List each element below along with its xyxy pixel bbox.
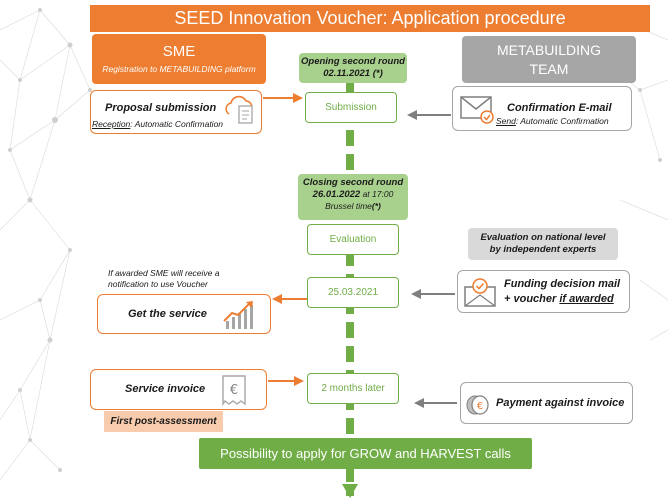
arrow-right-invoice <box>268 376 304 386</box>
closing-round-label: Closing second round 26.01.2022 at 17:00… <box>298 174 408 220</box>
envelope-badge-icon <box>463 275 499 309</box>
get-service-box: Get the service <box>97 294 271 334</box>
cloud-upload-icon <box>221 90 259 128</box>
email-check-icon <box>459 93 495 125</box>
reception-label: Reception <box>92 119 131 129</box>
growth-chart-icon <box>222 299 256 331</box>
arrow-left-confirmation <box>407 110 451 120</box>
funding-text: Funding decision mail + voucher if award… <box>504 277 620 307</box>
arrow-left-funding <box>411 289 455 299</box>
closing-line3: Brussel time(*) <box>298 201 408 212</box>
awarded-note-line1: If awarded SME will receive a <box>108 268 220 278</box>
closing-timezone: Brussel time <box>325 200 372 211</box>
arrow-left-service <box>272 294 307 304</box>
arrow-right-submission <box>263 93 303 103</box>
awarded-note: If awarded SME will receive a notificati… <box>108 268 220 290</box>
send-label: Send <box>496 116 516 126</box>
grow-harvest-banner: Possibility to apply for GROW and HARVES… <box>199 438 532 469</box>
funding-line2-emphasis: if awarded <box>559 292 614 305</box>
payment-box: € Payment against invoice <box>460 382 633 424</box>
evaluation-note-line1: Evaluation on national level <box>480 232 606 244</box>
closing-line1: Closing second round <box>302 177 404 188</box>
euro-receipt-icon: € <box>217 373 251 407</box>
payment-title: Payment against invoice <box>496 397 625 409</box>
evaluation-note-line2: by independent experts <box>489 244 597 255</box>
evaluation-note: Evaluation on national level by independ… <box>468 228 618 260</box>
evaluation-step: Evaluation <box>307 224 399 255</box>
opening-date: 02.11.2021 (*) <box>323 67 383 79</box>
sme-subtitle: Registration to METABUILDING platform <box>102 64 256 74</box>
opening-round-label: Opening second round 02.11.2021 (*) <box>299 53 407 83</box>
svg-text:€: € <box>477 401 483 412</box>
svg-text:€: € <box>230 383 238 398</box>
proposal-submission-box: Proposal submission Reception: Automatic… <box>90 90 262 134</box>
funding-line1: Funding decision mail <box>504 278 621 290</box>
reception-text: : Automatic Confirmation <box>130 119 224 129</box>
proposal-reception: Reception: Automatic Confirmation <box>92 119 223 129</box>
team-line1: METABUILDING <box>497 42 601 59</box>
post-assessment-label: First post-assessment <box>104 411 223 432</box>
funding-line2-prefix: + voucher <box>504 292 560 305</box>
opening-line1: Opening second round <box>301 56 405 67</box>
team-header: METABUILDING TEAM <box>462 36 636 83</box>
send-text: : Automatic Confirmation <box>515 116 609 126</box>
page-title: SEED Innovation Voucher: Application pro… <box>90 5 650 32</box>
sme-title: SME <box>162 43 196 60</box>
team-line2: TEAM <box>529 60 569 77</box>
closing-time: at 17:00 <box>360 188 394 199</box>
closing-date: 26.01.2022 <box>312 188 361 200</box>
payment-timing-step: 2 months later <box>307 373 399 404</box>
proposal-title: Proposal submission <box>105 102 217 114</box>
sme-header: SME Registration to METABUILDING platfor… <box>92 34 266 84</box>
awarded-note-line2: notification to use Voucher <box>108 279 208 290</box>
service-invoice-title: Service invoice <box>125 383 206 395</box>
confirmation-title: Confirmation E-mail <box>507 102 612 114</box>
submission-step: Submission <box>305 92 397 123</box>
funding-line2: + voucher if awarded <box>504 292 620 307</box>
arrow-left-payment <box>414 398 457 408</box>
closing-line2: 26.01.2022 at 17:00 <box>298 189 408 201</box>
get-service-title: Get the service <box>128 308 207 320</box>
confirmation-send: Send: Automatic Confirmation <box>496 116 609 126</box>
decision-date-step: 25.03.2021 <box>307 277 399 308</box>
funding-decision-box: Funding decision mail + voucher if award… <box>457 270 630 313</box>
closing-asterisk: (*) <box>371 200 381 211</box>
confirmation-email-box: Confirmation E-mail Send: Automatic Conf… <box>452 86 632 131</box>
euro-coins-icon: € <box>465 393 493 417</box>
timeline-arrow-down-icon <box>342 484 358 498</box>
service-invoice-box: Service invoice € <box>90 369 267 410</box>
